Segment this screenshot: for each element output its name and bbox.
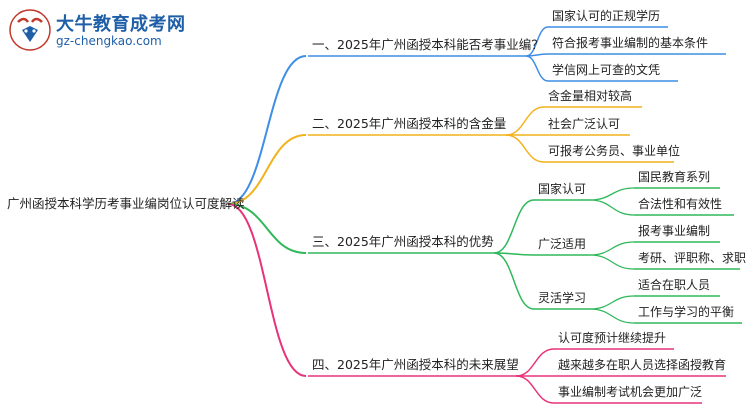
branch-link-3 — [227, 203, 307, 254]
bull-logo-icon — [9, 9, 51, 51]
branch-4-leaf-link-3 — [515, 375, 555, 404]
branch-3-child-link-1 — [493, 199, 535, 254]
branch-2-leaf-link-3 — [505, 134, 545, 163]
branch-link-2 — [227, 134, 307, 205]
branch-2-leaf-2[interactable]: 社会广泛认可 — [548, 116, 620, 131]
branch-3-item-1-leaf-2[interactable]: 合法性和有效性 — [638, 196, 722, 211]
branch-3-item-3-leaf-link-1 — [589, 295, 635, 310]
branch-3-item-2-leaf-link-2 — [589, 254, 635, 270]
branch-link-4 — [227, 203, 307, 377]
branch-3-item-3-leaf-link-2 — [589, 308, 635, 324]
branch-2[interactable]: 二、2025年广州函授本科的含金量 — [312, 116, 506, 131]
branch-4-leaf-2[interactable]: 越来越多在职人员选择函授教育 — [558, 357, 726, 372]
logo-name: 大牛教育成考网 — [56, 14, 186, 35]
branch-3-item-2-leaf-2[interactable]: 考研、评职称、求职 — [638, 251, 746, 265]
branch-4-leaf-link-1 — [515, 348, 555, 377]
branch-2-leaf-link-1 — [505, 106, 545, 136]
branch-4-leaf-3[interactable]: 事业编制考试机会更加广泛 — [558, 384, 702, 399]
branch-3-child-link-3 — [493, 252, 535, 310]
branch-3-child-link-2 — [493, 252, 535, 256]
branch-3-item-1-leaf-link-2 — [589, 199, 635, 216]
branch-1-leaf-link-1 — [525, 26, 549, 57]
branch-3-item-3-leaf-2[interactable]: 工作与学习的平衡 — [638, 304, 734, 319]
branch-3[interactable]: 三、2025年广州函授本科的优势 — [312, 234, 494, 249]
branch-1-leaf-link-3 — [525, 55, 549, 82]
branch-4[interactable]: 四、2025年广州函授本科的未来展望 — [312, 357, 519, 372]
branch-2-leaf-1[interactable]: 含金量相对较高 — [548, 88, 632, 103]
branch-3-item-1-leaf-link-1 — [589, 187, 635, 201]
branch-1-leaf-1[interactable]: 国家认可的正规学历 — [552, 8, 660, 23]
branch-1[interactable]: 一、2025年广州函授本科能否考事业编？ — [312, 37, 544, 52]
branch-3-item-1[interactable]: 国家认可 — [538, 181, 586, 196]
branch-1-leaf-3[interactable]: 学信网上可查的文凭 — [552, 62, 660, 77]
branch-3-item-3[interactable]: 灵活学习 — [538, 290, 586, 305]
branch-2-leaf-3[interactable]: 可报考公务员、事业单位 — [548, 143, 680, 158]
mindmap-nodes: 广州函授本科学历考事业编岗位认可度解读 一、2025年广州函授本科能否考事业编？ 国… — [7, 8, 746, 399]
branch-3-item-3-leaf-1[interactable]: 适合在职人员 — [638, 277, 710, 292]
branch-4-leaf-1[interactable]: 认可度预计继续提升 — [558, 330, 666, 345]
branch-3-item-2[interactable]: 广泛适用 — [538, 237, 586, 251]
mindmap-links — [227, 26, 742, 404]
branch-1-leaf-2[interactable]: 符合报考事业编制的基本条件 — [552, 35, 708, 50]
branch-3-item-2-leaf-link-1 — [589, 241, 635, 256]
branch-3-item-2-leaf-1[interactable]: 报考事业编制 — [638, 223, 710, 238]
root-node[interactable]: 广州函授本科学历考事业编岗位认可度解读 — [7, 196, 245, 211]
branch-3-item-1-leaf-1[interactable]: 国民教育系列 — [638, 169, 710, 184]
logo-url: gz-chengkao.com — [56, 34, 162, 48]
site-logo[interactable]: 大牛教育成考网 gz-chengkao.com — [8, 8, 185, 54]
branch-link-1 — [227, 55, 307, 205]
